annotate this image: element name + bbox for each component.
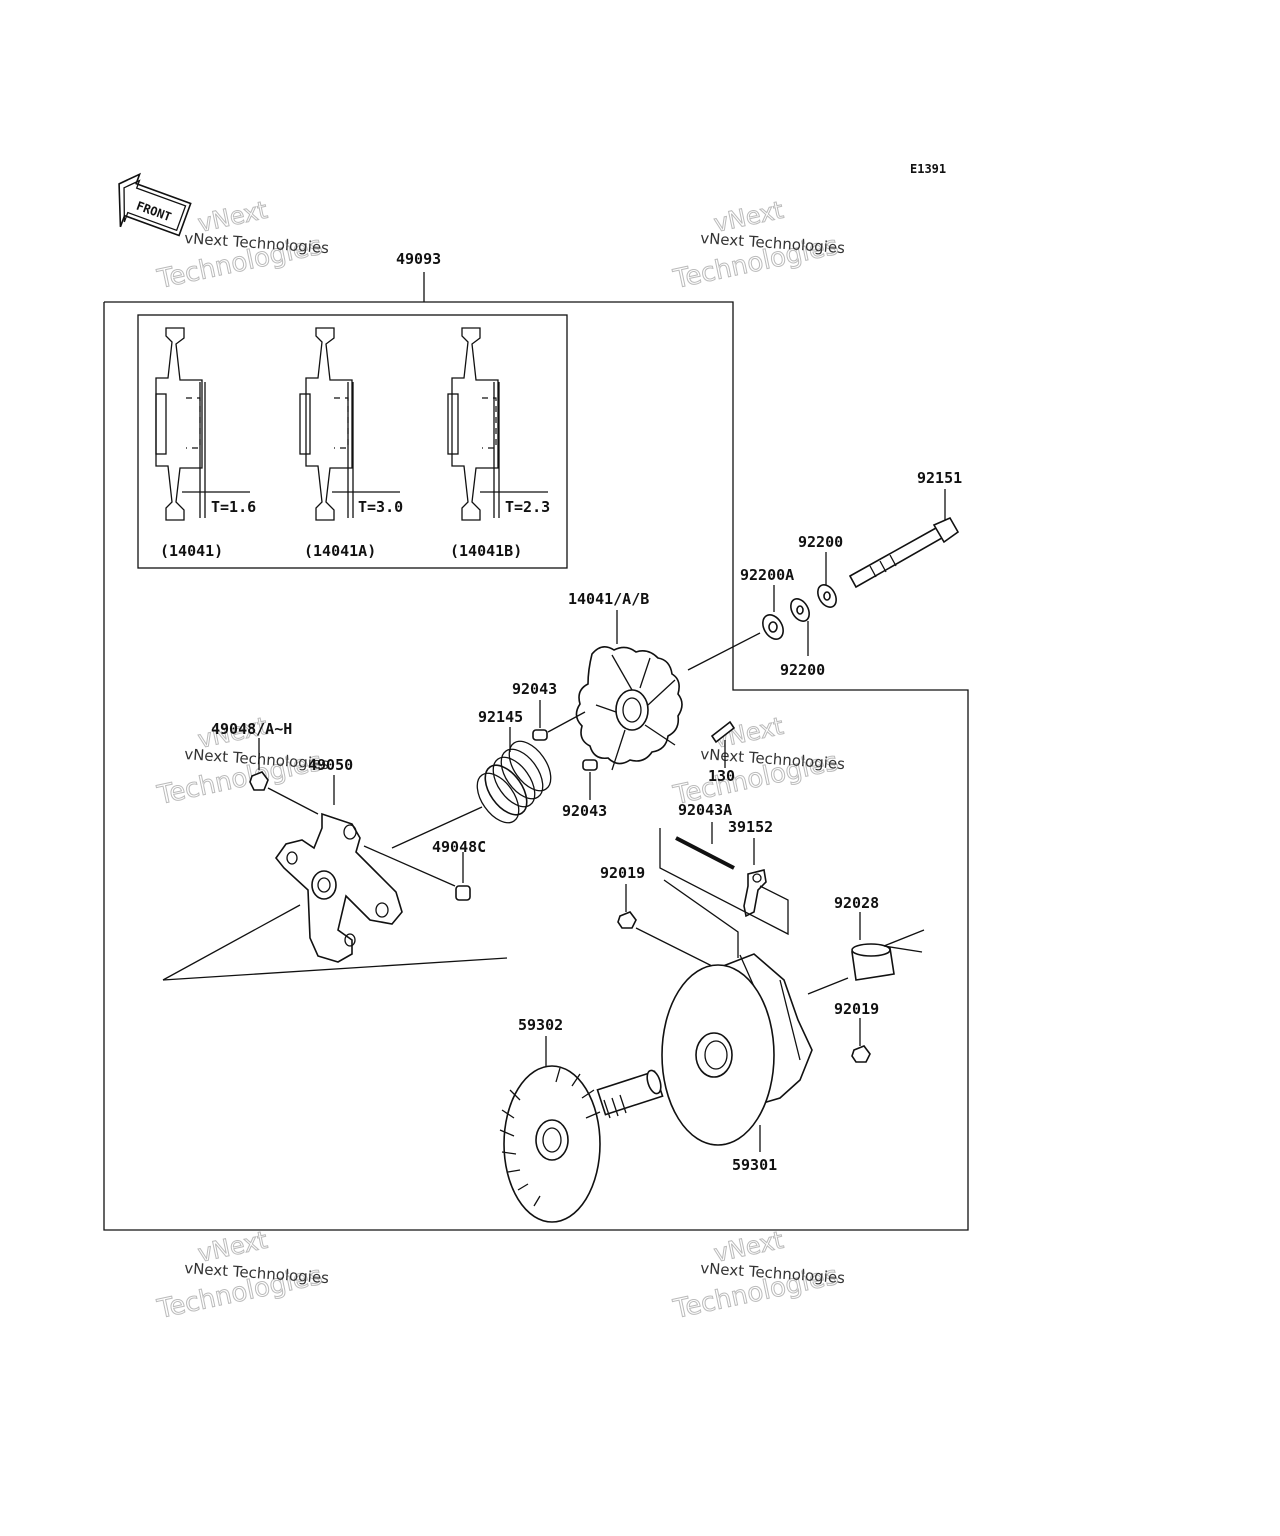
- label-59302: 59302: [518, 1016, 563, 1034]
- watermark-top-right: Technologies vNext vNext Technologies: [670, 195, 846, 295]
- label-49050: 49050: [308, 756, 353, 774]
- label-92200-bottom: 92200: [780, 661, 825, 679]
- label-92200-top: 92200: [798, 533, 843, 551]
- label-59301: 59301: [732, 1156, 777, 1174]
- watermark-bottom-right: Technologies vNext vNext Technologies: [670, 1225, 846, 1325]
- label-92043A: 92043A: [678, 801, 732, 819]
- roller-arm-39152: 39152: [659, 818, 789, 936]
- assembly-outline: [103, 301, 969, 1231]
- label-49048C: 49048C: [432, 838, 486, 856]
- diagram-code: E1391: [910, 162, 946, 176]
- movable-sheave-59301: 59301: [661, 953, 813, 1174]
- thickness-label-1: T=1.6: [211, 498, 256, 516]
- nut-92019-right: 92019: [834, 1000, 879, 1063]
- label-14041-a-b: 14041/A/B: [568, 590, 649, 608]
- label-92151: 92151: [917, 469, 962, 487]
- thickness-label-3: T=2.3: [505, 498, 550, 516]
- spider-cover-14041: 14041/A/B: [568, 590, 683, 771]
- label-92200A: 92200A: [740, 566, 794, 584]
- fixed-sheave-59302: 59302: [499, 1016, 664, 1223]
- label-92145: 92145: [478, 708, 523, 726]
- variant-label-3: (14041B): [450, 542, 522, 560]
- label-92028: 92028: [834, 894, 879, 912]
- spider-profile-14041A: T=3.0 (14041A): [299, 327, 403, 560]
- label-130: 130: [708, 767, 735, 785]
- spider-profile-14041: T=1.6 (14041): [155, 327, 256, 560]
- label-92043-top: 92043: [512, 680, 557, 698]
- weight-49048C: 49048C: [363, 838, 486, 901]
- label-92043-bottom: 92043: [562, 802, 607, 820]
- variant-label-1: (14041): [160, 542, 223, 560]
- label-92019-left: 92019: [600, 864, 645, 882]
- nut-92019-left: 92019: [600, 864, 737, 979]
- watermark-bottom-left: Technologies vNext vNext Technologies: [154, 1225, 330, 1325]
- bolt-130: 130: [708, 720, 735, 785]
- label-49093: 49093: [396, 250, 441, 268]
- label-39152: 39152: [728, 818, 773, 836]
- pin-92043-top: 92043: [512, 680, 586, 741]
- spider-thickness-inset: T=1.6 (14041) T=3.0 (14041A) T=2.3 (1404…: [137, 314, 568, 569]
- variant-label-2: (14041A): [304, 542, 376, 560]
- pin-92043A: 92043A: [675, 801, 735, 870]
- bushing-92028: 92028: [807, 894, 925, 995]
- watermark-mid-right: Technologies vNext vNext Technologies: [670, 711, 846, 811]
- front-arrow-icon: FRONT: [118, 172, 192, 237]
- bolt-92151: 92151: [848, 469, 962, 589]
- spring-92145: 92145: [476, 708, 552, 824]
- nut-92200A: 92200A: [740, 566, 794, 640]
- washer-92200-top: 92200: [798, 533, 843, 608]
- spider-profile-14041B: T=2.3 (14041B): [447, 327, 550, 560]
- washer-92200-bottom: 92200: [780, 598, 825, 679]
- label-49048-a-h: 49048/A~H: [211, 720, 292, 738]
- thickness-label-2: T=3.0: [358, 498, 403, 516]
- pin-92043-bottom: 92043: [562, 759, 607, 820]
- weight-49048: 49048/A~H: [211, 720, 319, 815]
- label-92019-right: 92019: [834, 1000, 879, 1018]
- spider-hub-49050: 49050: [274, 756, 403, 963]
